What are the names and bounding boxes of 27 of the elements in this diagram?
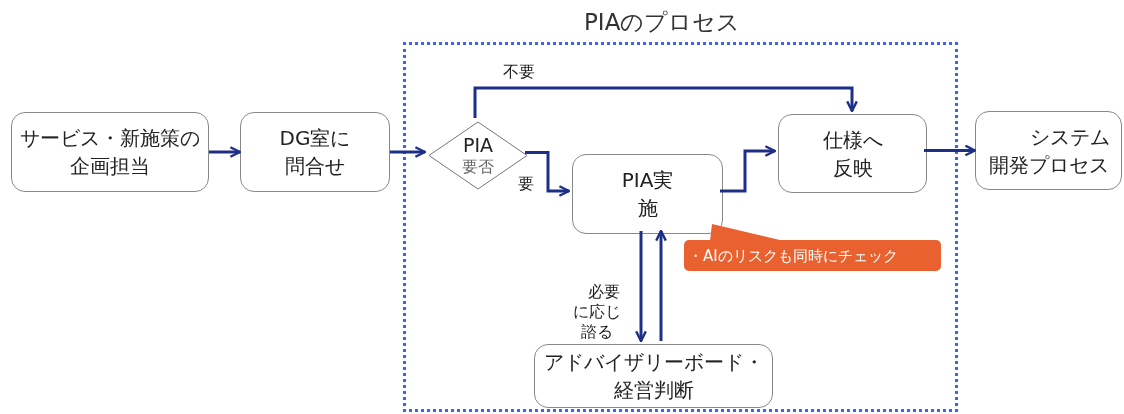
- node-text: 仕様へ反映: [821, 126, 884, 182]
- edge-label: 不要: [503, 61, 535, 83]
- frame-title: PIAのプロセス: [584, 8, 741, 37]
- node-text: 要否: [462, 155, 494, 178]
- arrow: [473, 86, 858, 118]
- process-box: [778, 114, 927, 193]
- process-box: [11, 112, 209, 192]
- arrow: [525, 151, 571, 197]
- node-text: アドバイザリーボード・経営判断: [542, 349, 765, 404]
- arrow: [924, 144, 977, 157]
- node-text: PIA実施: [621, 167, 674, 222]
- edge-label: 必要に応じ諮る: [572, 282, 622, 342]
- process-box: [240, 112, 390, 192]
- process-box: [534, 344, 773, 408]
- arrow: [390, 146, 427, 158]
- arrow: [720, 145, 777, 193]
- edge-label: 要: [518, 173, 534, 195]
- node-text: DG室に問合せ: [278, 125, 352, 180]
- node-text: PIA: [462, 133, 494, 156]
- node-text: システム開発プロセス: [987, 123, 1111, 179]
- arrow: [635, 231, 647, 343]
- process-box: [975, 111, 1122, 190]
- arrow: [655, 229, 667, 341]
- process-box: [572, 154, 723, 234]
- callout-text: ・AIのリスクも同時にチェック: [688, 246, 898, 267]
- node-text: サービス・新施策の企画担当: [19, 125, 201, 180]
- arrow: [209, 146, 242, 158]
